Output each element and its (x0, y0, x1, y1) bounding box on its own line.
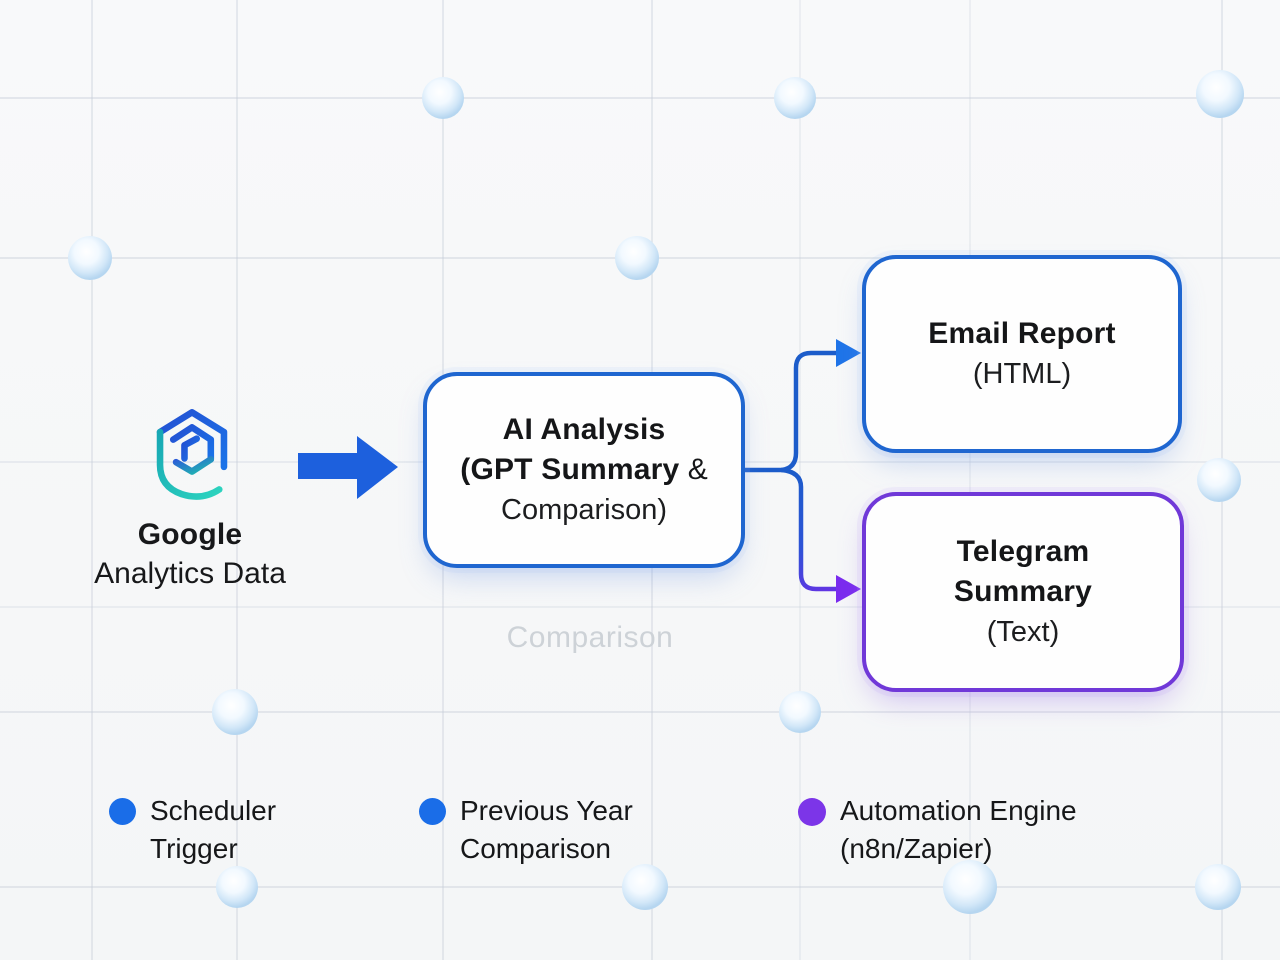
legend-item-scheduler-trigger: Scheduler Trigger (109, 792, 276, 868)
source-title: Google (137, 518, 243, 551)
email-report-title: Email Report (928, 317, 1116, 350)
email-report-subtitle: (HTML) (972, 358, 1072, 390)
ai-analysis-line2-tail: & (687, 453, 708, 486)
legend-label: Automation Engine (n8n/Zapier) (840, 795, 1077, 864)
legend-label: Previous Year Comparison (460, 795, 633, 864)
legend-label: Scheduler Trigger (150, 795, 277, 864)
source-subtitle: Analytics Data (94, 557, 286, 590)
legend-dot-blue-icon (419, 798, 446, 825)
ai-analysis-node: AI Analysis (GPT Summary & Comparison) (423, 372, 745, 568)
source-node-label: Google Analytics Data (55, 515, 325, 593)
legend-item-automation-engine: Automation Engine (n8n/Zapier) (798, 792, 1077, 868)
google-analytics-logo-icon (156, 409, 228, 500)
telegram-subtitle: (Text) (986, 616, 1060, 648)
telegram-title-line1: Telegram (956, 535, 1090, 568)
email-report-node: Email Report (HTML) (862, 255, 1182, 453)
legend-dot-purple-icon (798, 798, 826, 826)
arrowhead-email-icon (836, 339, 861, 367)
arrowhead-telegram-icon (836, 575, 861, 603)
connector-fork (742, 339, 861, 603)
telegram-title-line2: Summary (953, 575, 1093, 608)
ai-analysis-line2-bold: (GPT Summary (460, 453, 680, 486)
telegram-summary-node: Telegram Summary (Text) (862, 492, 1184, 692)
legend-dot-blue-icon (109, 798, 136, 825)
flow-arrow-icon (298, 436, 398, 499)
ai-analysis-title: AI Analysis (502, 413, 666, 446)
connector-branch-email (779, 350, 840, 473)
ai-analysis-line3: Comparison) (501, 494, 667, 526)
connector-branch-telegram (779, 467, 840, 592)
legend-item-previous-year-comparison: Previous Year Comparison (419, 792, 633, 868)
comparison-watermark: Comparison (506, 621, 674, 654)
